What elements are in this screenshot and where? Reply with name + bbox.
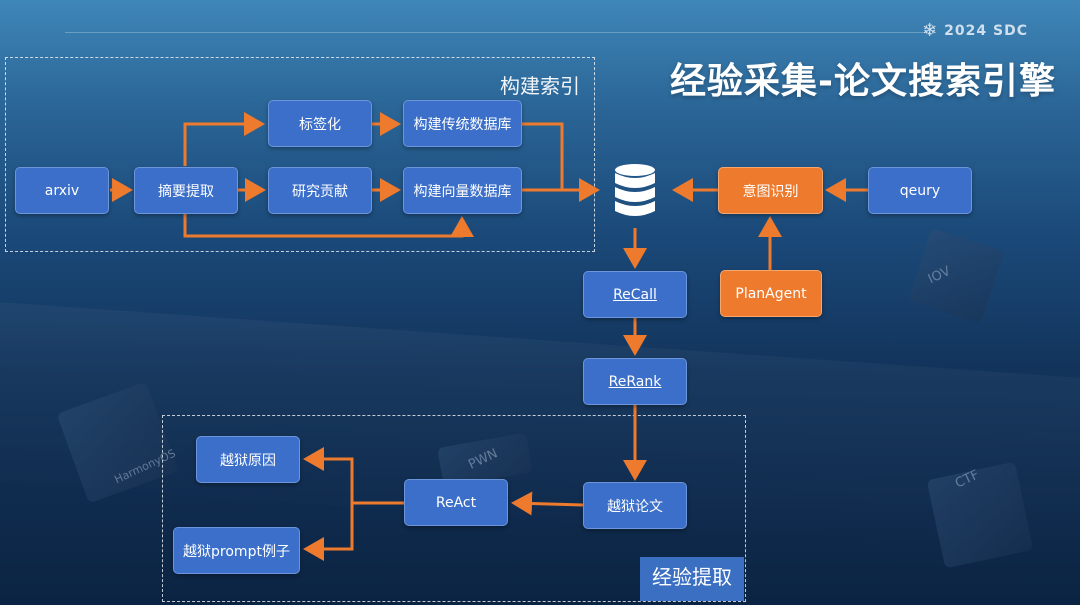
node-build-traditional-db: 构建传统数据库 [403, 100, 522, 147]
node-plan-agent: PlanAgent [720, 270, 822, 317]
database-icon [615, 164, 655, 216]
node-vector-label: 构建向量数据库 [413, 183, 512, 200]
node-arxiv-label: arxiv [44, 182, 80, 199]
node-react: ReAct [404, 479, 508, 526]
node-tagging-label: 标签化 [299, 116, 341, 133]
arrow-abstract-tagging [183, 112, 265, 166]
snowflake-icon: ❄ [922, 20, 939, 41]
brand: ❄ 2024 SDC [922, 22, 1028, 40]
node-contribution-label: 研究贡献 [292, 183, 348, 200]
node-recall: ReCall [583, 271, 687, 318]
node-query: qeury [868, 167, 972, 214]
node-abstract-label: 摘要提取 [158, 183, 214, 200]
arrow-abstract-vector-bottom [183, 214, 474, 238]
node-rerank: ReRank [583, 358, 687, 405]
node-query-label: qeury [899, 182, 941, 199]
node-research-contribution: 研究贡献 [268, 167, 372, 214]
node-jailbreak-prompt-example: 越狱prompt例子 [173, 527, 300, 574]
node-prompt-label: 越狱prompt例子 [183, 543, 290, 560]
node-intent-label: 意图识别 [742, 183, 799, 200]
node-arxiv: arxiv [15, 167, 109, 214]
node-tagging: 标签化 [268, 100, 372, 147]
brand-text: 2024 SDC [944, 23, 1028, 39]
arrow-paper-react [511, 491, 584, 516]
node-planagent-label: PlanAgent [735, 285, 807, 302]
node-intent-recognition: 意图识别 [718, 167, 823, 214]
group-experience-extraction-label: 经验提取 [640, 557, 744, 601]
group-build-index [5, 57, 595, 252]
node-traditional-label: 构建传统数据库 [413, 116, 512, 133]
node-build-vector-db: 构建向量数据库 [403, 167, 522, 214]
node-jailbreak-reason: 越狱原因 [196, 436, 300, 483]
node-abstract-extraction: 摘要提取 [134, 167, 238, 214]
node-recall-label: ReCall [613, 286, 657, 303]
node-react-label: ReAct [435, 494, 477, 511]
arrow-traditional-db [522, 122, 600, 202]
node-reason-label: 越狱原因 [220, 452, 276, 469]
node-rerank-label: ReRank [608, 373, 662, 390]
header-divider [65, 32, 930, 33]
arrow-react-prompt [303, 503, 354, 561]
arrow-react-reason [303, 447, 354, 503]
node-paper-label: 越狱论文 [607, 498, 663, 515]
group-build-index-label: 构建索引 [500, 74, 580, 98]
group-experience-extraction [162, 415, 746, 602]
page-title: 经验采集-论文搜索引擎 [670, 61, 1056, 102]
node-jailbreak-paper: 越狱论文 [583, 482, 687, 529]
